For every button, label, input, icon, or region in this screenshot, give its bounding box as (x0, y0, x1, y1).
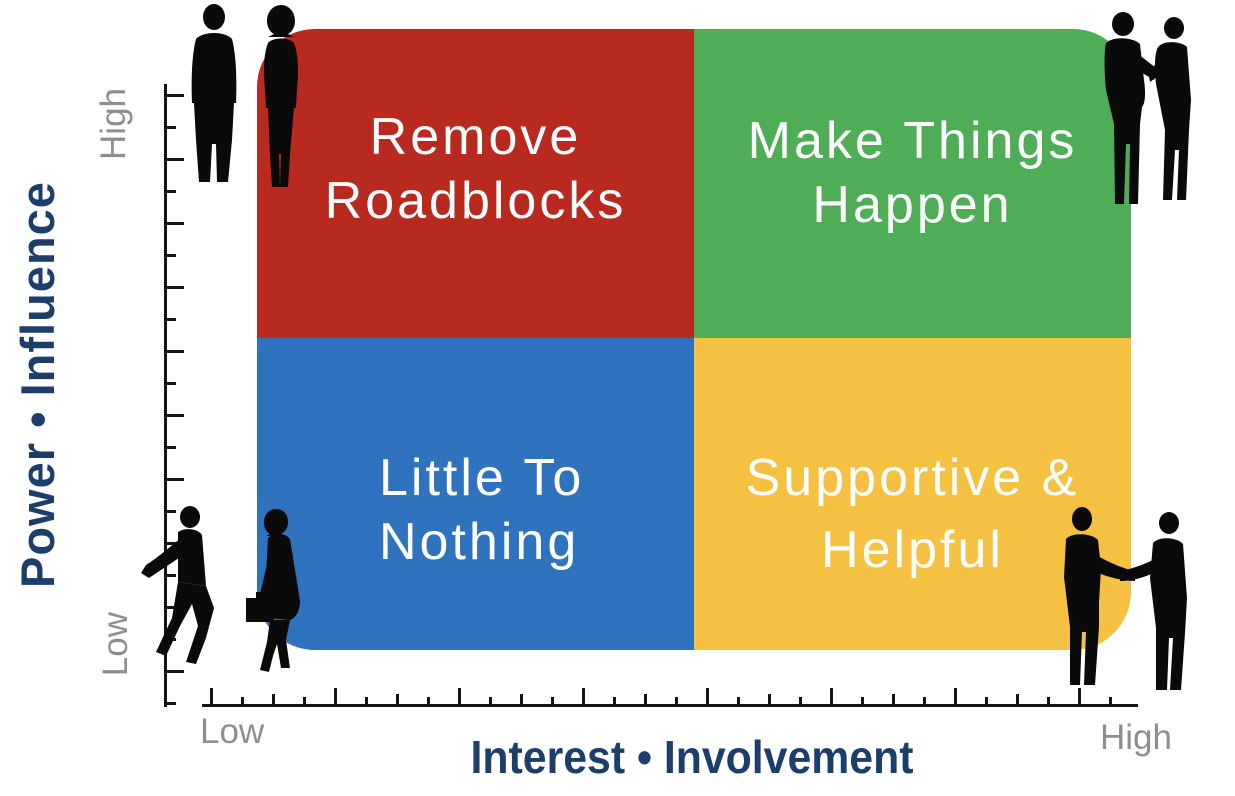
y-axis-line (164, 84, 167, 707)
walking-business-pair-icon (141, 506, 300, 672)
quadrant-label: Remove Roadblocks (324, 108, 627, 230)
x-axis-low-label: Low (200, 712, 265, 751)
y-axis-title: Power • Influence (11, 181, 64, 589)
discussing-business-pair-icon (1104, 12, 1191, 205)
x-axis-line (202, 704, 1138, 707)
y-axis-high-label: High (94, 88, 133, 160)
quadrant-label: Supportive & Helpful (745, 449, 1080, 579)
quadrant-label: Make Things Happen (747, 112, 1078, 234)
handshake-business-pair-icon (1064, 507, 1187, 690)
x-axis-title: Interest • Involvement (470, 731, 914, 783)
quadrant-make-things-happen: Make Things Happen (694, 29, 1131, 338)
y-axis-low-label: Low (96, 612, 135, 677)
standing-business-pair-icon (191, 4, 298, 187)
quadrant-label: Little To Nothing (379, 449, 585, 571)
x-axis-high-label: High (1100, 718, 1172, 757)
quadrant-supportive-helpful: Supportive & Helpful (694, 338, 1131, 650)
quadrant-grid: Remove Roadblocks Make Things Happen Lit… (257, 29, 1131, 650)
quadrant-remove-roadblocks: Remove Roadblocks (257, 29, 694, 338)
quadrant-little-to-nothing: Little To Nothing (257, 338, 694, 650)
